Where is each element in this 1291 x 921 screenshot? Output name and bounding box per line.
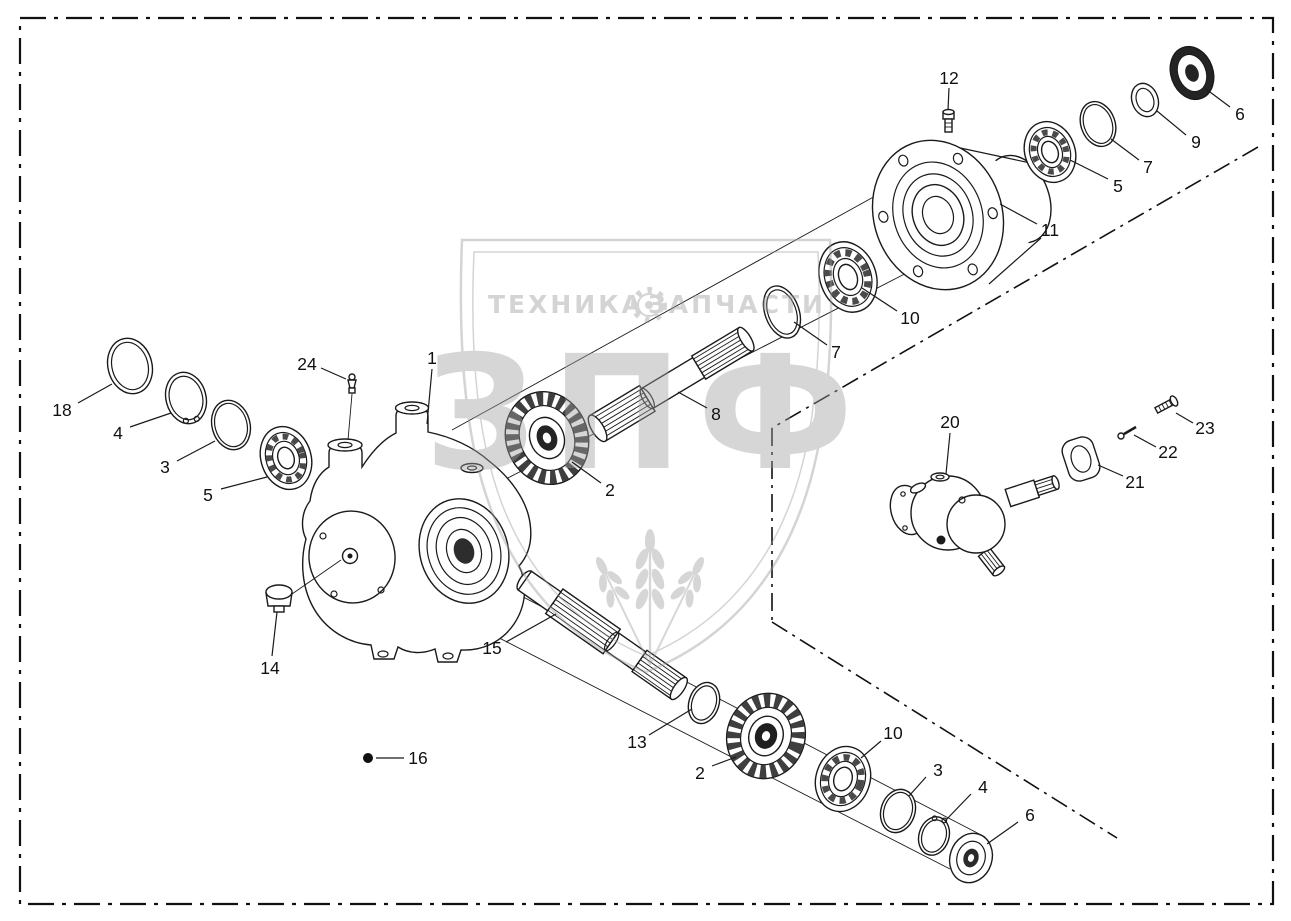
- part-ring-3-lower: [879, 788, 917, 834]
- watermark-text-left: ТЕХНИКА: [488, 290, 644, 319]
- housing-bore: [418, 498, 510, 604]
- part-label-14: 14: [260, 658, 280, 678]
- watermark-gear-icon: [631, 287, 667, 323]
- part-bevel-gear-2-lower: [725, 692, 807, 780]
- part-collar-21: [1061, 436, 1101, 482]
- part-label-13: 13: [627, 732, 646, 752]
- part-label-2: 2: [605, 480, 615, 500]
- callout-leader-7: [793, 321, 828, 346]
- part-ball-16: [363, 753, 373, 763]
- part-label-9: 9: [1191, 132, 1201, 152]
- callout-leader-6: [986, 821, 1019, 845]
- part-housing: [301, 401, 532, 663]
- part-snap-ring-4-lower: [917, 815, 951, 856]
- callout-leader-5: [220, 476, 268, 490]
- part-label-24: 24: [297, 354, 317, 374]
- part-ring-3: [210, 399, 252, 451]
- part-label-3: 3: [160, 457, 170, 477]
- part-label-11: 11: [1041, 220, 1059, 240]
- callout-leader-1: [426, 368, 433, 425]
- callout-leader-10: [860, 740, 882, 759]
- section-cut-lines: [771, 146, 1259, 839]
- callout-leader-22: [1133, 434, 1157, 448]
- part-snap-ring-4: [164, 371, 208, 425]
- part-seal-6-lower: [948, 832, 994, 884]
- part-label-6: 6: [1235, 104, 1245, 124]
- part-label-15: 15: [482, 638, 501, 658]
- callout-leader-14: [271, 611, 278, 657]
- callout-leader-9: [1156, 110, 1187, 136]
- callout-leader-20: [945, 432, 951, 475]
- part-label-1: 1: [427, 348, 437, 368]
- callout-leader-2: [711, 756, 737, 767]
- part-bearing-10-upper: [818, 241, 878, 313]
- watermark-text-right: ЗАПЧАСТИ: [648, 290, 826, 319]
- part-bearing-10-lower: [814, 745, 872, 813]
- callout-leader-2: [571, 461, 602, 484]
- part-label-21: 21: [1125, 472, 1144, 492]
- callout-leader-7: [1110, 138, 1140, 161]
- part-label-12: 12: [939, 68, 958, 88]
- part-label-4: 4: [978, 777, 988, 797]
- part-label-18: 18: [52, 400, 71, 420]
- part-bearing-5-right: [1023, 120, 1077, 184]
- callout-leader-23: [1175, 412, 1194, 424]
- callout-leader-4: [944, 793, 972, 822]
- part-shaft-15: [516, 570, 689, 701]
- callout-leader-4: [129, 412, 172, 428]
- part-bevel-gear-2-upper: [504, 390, 590, 486]
- part-shaft-8: [587, 326, 755, 443]
- callout-leader-13: [648, 708, 693, 736]
- callout-leader-12: [947, 87, 950, 111]
- callout-leader-3: [176, 440, 216, 462]
- watermark-big-text: ЗПФ: [424, 322, 867, 506]
- callout-leader-8: [677, 391, 708, 409]
- part-ring-7-mid: [762, 285, 802, 339]
- part-ring-9: [1130, 82, 1160, 118]
- part-flange-housing-11: [871, 139, 1052, 291]
- callout-leader-11: [999, 203, 1038, 225]
- callout-leader-18: [77, 383, 113, 404]
- frame-border: [18, 16, 1275, 906]
- parts-layer: [106, 45, 1215, 884]
- part-label-4: 4: [113, 423, 123, 443]
- part-pin-22: [1117, 425, 1137, 440]
- part-label-6: 6: [1025, 805, 1035, 825]
- part-grease-fitting-24: [347, 373, 357, 441]
- part-label-7: 7: [831, 342, 841, 362]
- part-ring-18: [106, 337, 154, 395]
- callout-leader-3: [908, 776, 927, 797]
- callout-leader-5: [1069, 159, 1109, 180]
- part-label-22: 22: [1158, 442, 1177, 462]
- part-label-3: 3: [933, 760, 943, 780]
- part-label-8: 8: [711, 404, 721, 424]
- part-inset-gearbox-20: [889, 472, 1060, 577]
- callout-leader-21: [1097, 464, 1124, 477]
- part-bolt-12: [942, 108, 955, 133]
- part-label-10: 10: [883, 723, 903, 743]
- part-snap-ring-13: [687, 681, 721, 725]
- callout-leader-15: [505, 613, 557, 643]
- part-label-20: 20: [940, 412, 960, 432]
- callout-leader-6: [1205, 88, 1231, 108]
- part-plug-bolt-14: [265, 559, 342, 613]
- part-ring-7-right: [1079, 100, 1117, 148]
- part-label-7: 7: [1143, 157, 1153, 177]
- part-label-5: 5: [203, 485, 213, 505]
- part-screw-23: [1153, 395, 1179, 414]
- part-label-2: 2: [695, 763, 705, 783]
- watermark-wheat: [595, 529, 705, 665]
- watermark: ТЕХНИКА ЗАПЧАСТИ ЗПФ: [424, 238, 867, 674]
- callout-leader-10: [861, 287, 898, 312]
- part-label-23: 23: [1195, 418, 1214, 438]
- callout-leader-24: [320, 367, 347, 380]
- part-bearing-5-left: [259, 425, 313, 491]
- part-seal-6-top: [1169, 45, 1215, 101]
- part-label-5: 5: [1113, 176, 1123, 196]
- part-label-10: 10: [900, 308, 920, 328]
- part-label-16: 16: [408, 748, 427, 768]
